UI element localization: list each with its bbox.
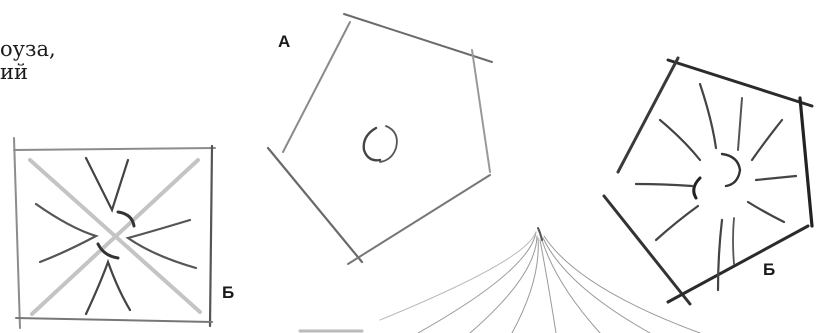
- pentagon-sketch-a: [268, 14, 492, 264]
- square-sketch: [14, 138, 215, 328]
- fan-sketch: [300, 228, 700, 333]
- pentagon-sketch-b: [604, 58, 812, 304]
